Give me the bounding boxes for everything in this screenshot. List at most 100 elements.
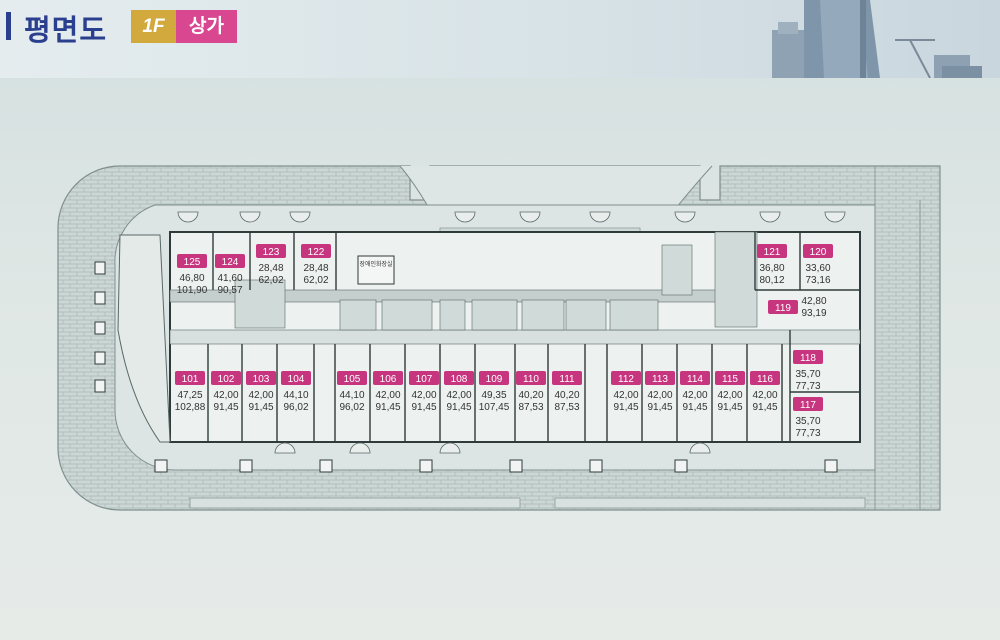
unit-tag [611, 371, 641, 385]
unit-tag [479, 371, 509, 385]
unit-area-contract: 77,73 [795, 428, 820, 439]
unit-area-exclusive: 47,25 [177, 390, 202, 401]
unit-labels: 12546,80101,9012441,6090,5712328,4862,02… [175, 244, 833, 439]
unit-area-exclusive: 42,00 [213, 390, 238, 401]
unit-tag [768, 300, 798, 314]
unit-area-exclusive: 42,00 [446, 390, 471, 401]
unit-area-exclusive: 42,80 [801, 296, 826, 307]
unit-tag [516, 371, 546, 385]
unit-number: 113 [652, 374, 668, 385]
unit-area-contract: 93,19 [801, 308, 826, 319]
unit-tag [337, 371, 367, 385]
unit-area-exclusive: 42,00 [752, 390, 777, 401]
unit-area-exclusive: 40,20 [554, 390, 579, 401]
unit-area-contract: 91,45 [682, 402, 707, 413]
unit-number: 102 [218, 374, 235, 385]
unit-tag [373, 371, 403, 385]
unit-area-contract: 91,45 [411, 402, 436, 413]
unit-area-contract: 62,02 [303, 275, 328, 286]
unit-tag [680, 371, 710, 385]
unit-tag [175, 371, 205, 385]
unit-area-exclusive: 46,80 [179, 273, 204, 284]
canopies [177, 211, 846, 454]
unit-area-contract: 96,02 [283, 402, 308, 413]
unit-number: 108 [451, 374, 468, 385]
floor-badge: 1F [131, 10, 176, 43]
unit-number: 109 [486, 374, 503, 385]
unit-tag [409, 371, 439, 385]
unit-area-exclusive: 33,60 [805, 263, 830, 274]
unit-area-contract: 73,16 [805, 275, 830, 286]
unit-tag [793, 350, 823, 364]
unit-number: 103 [253, 374, 270, 385]
unit-number: 120 [810, 247, 827, 258]
unit-tag [444, 371, 474, 385]
unit-tag [211, 371, 241, 385]
unit-area-exclusive: 36,80 [759, 263, 784, 274]
unit-area-contract: 91,45 [752, 402, 777, 413]
unit-area-contract: 91,45 [248, 402, 273, 413]
unit-number: 118 [800, 353, 816, 364]
unit-area-exclusive: 28,48 [258, 263, 283, 274]
unit-tag [246, 371, 276, 385]
unit-tag [177, 254, 207, 268]
unit-number: 117 [800, 400, 816, 411]
unit-area-exclusive: 42,00 [717, 390, 742, 401]
unit-area-contract: 87,53 [518, 402, 543, 413]
unit-area-exclusive: 42,00 [613, 390, 638, 401]
header-banner: 평면도 1F 상가 [0, 0, 1000, 78]
unit-number: 123 [263, 247, 280, 258]
unit-area-contract: 90,57 [217, 285, 242, 296]
unit-tag [552, 371, 582, 385]
unit-number: 119 [775, 303, 791, 314]
unit-area-exclusive: 35,70 [795, 369, 820, 380]
unit-area-exclusive: 42,00 [375, 390, 400, 401]
unit-area-contract: 91,45 [446, 402, 471, 413]
skyline-illustration [772, 0, 982, 78]
unit-area-exclusive: 44,10 [339, 390, 364, 401]
unit-number: 124 [222, 257, 239, 268]
unit-area-contract: 91,45 [647, 402, 672, 413]
unit-area-exclusive: 28,48 [303, 263, 328, 274]
unit-area-exclusive: 40,20 [518, 390, 543, 401]
unit-tag [215, 254, 245, 268]
columns [94, 261, 838, 473]
unit-area-contract: 91,45 [613, 402, 638, 413]
unit-area-exclusive: 42,00 [411, 390, 436, 401]
unit-area-exclusive: 42,00 [647, 390, 672, 401]
unit-number: 114 [687, 374, 703, 385]
unit-area-contract: 102,88 [175, 402, 206, 413]
restroom-label: 장애인화장실 [359, 260, 392, 268]
unit-number: 115 [722, 374, 738, 385]
unit-number: 106 [380, 374, 397, 385]
unit-area-exclusive: 35,70 [795, 416, 820, 427]
unit-number: 111 [559, 374, 575, 385]
type-badge: 상가 [176, 10, 237, 43]
unit-tag [301, 244, 331, 258]
unit-area-contract: 91,45 [375, 402, 400, 413]
unit-area-contract: 87,53 [554, 402, 579, 413]
unit-tag [256, 244, 286, 258]
unit-number: 122 [308, 247, 325, 258]
unit-number: 125 [184, 257, 201, 268]
unit-number: 116 [757, 374, 773, 385]
